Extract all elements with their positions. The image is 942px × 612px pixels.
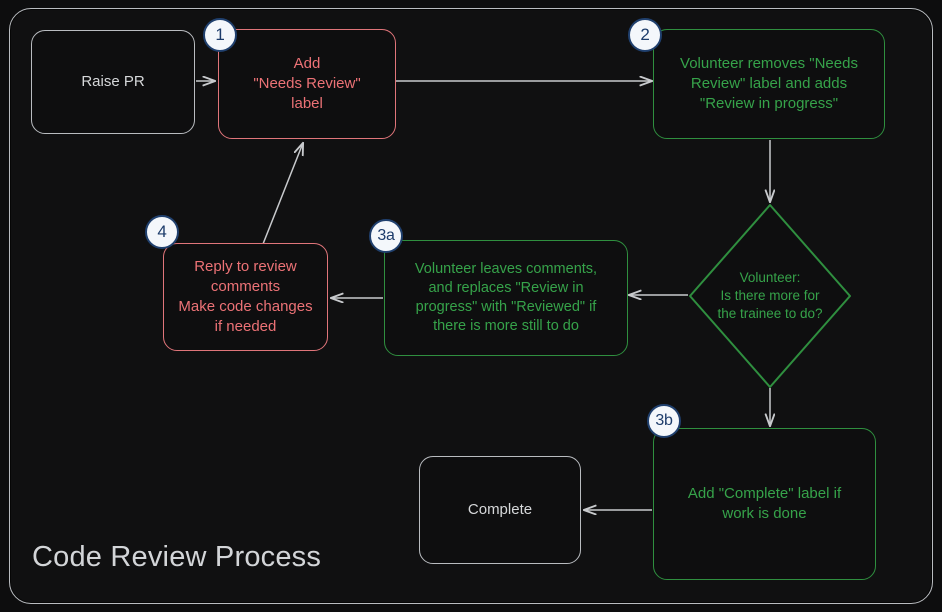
step-badge-3a: 3a (369, 219, 403, 253)
step-badge-1: 1 (203, 18, 237, 52)
node-add-needs-review-label[interactable]: Add "Needs Review" label (218, 29, 396, 139)
node-reply-to-review-comments[interactable]: Reply to review comments Make code chang… (163, 243, 328, 351)
node-complete[interactable]: Complete (419, 456, 581, 564)
node-complete-label: Complete (467, 501, 533, 519)
step-badge-2: 2 (628, 18, 662, 52)
node-add-needs-review-label-text: Add "Needs Review" label (253, 55, 361, 112)
node-volunteer-leaves-comments[interactable]: Volunteer leaves comments, and replaces … (384, 240, 628, 356)
diagram-title: Code Review Process (32, 541, 322, 573)
node-volunteer-leaves-comments-text: Volunteer leaves comments, and replaces … (414, 260, 598, 335)
node-decision-label: Volunteer: Is there more for the trainee… (717, 269, 823, 322)
node-raise-pr-label: Raise PR (81, 73, 145, 91)
node-add-complete-label-text: Add "Complete" label if work is done (687, 485, 842, 522)
diamond-shape (689, 204, 851, 388)
node-volunteer-removes-label-text: Volunteer removes "Needs Review" label a… (680, 55, 858, 112)
node-volunteer-removes-label[interactable]: Volunteer removes "Needs Review" label a… (653, 29, 885, 139)
node-reply-to-review-comments-text: Reply to review comments Make code chang… (178, 258, 313, 335)
step-badge-4: 4 (145, 215, 179, 249)
step-badge-3b: 3b (647, 404, 681, 438)
node-raise-pr[interactable]: Raise PR (31, 30, 195, 134)
node-decision-more-work[interactable]: Volunteer: Is there more for the trainee… (688, 203, 852, 389)
node-add-complete-label[interactable]: Add "Complete" label if work is done (653, 428, 876, 580)
